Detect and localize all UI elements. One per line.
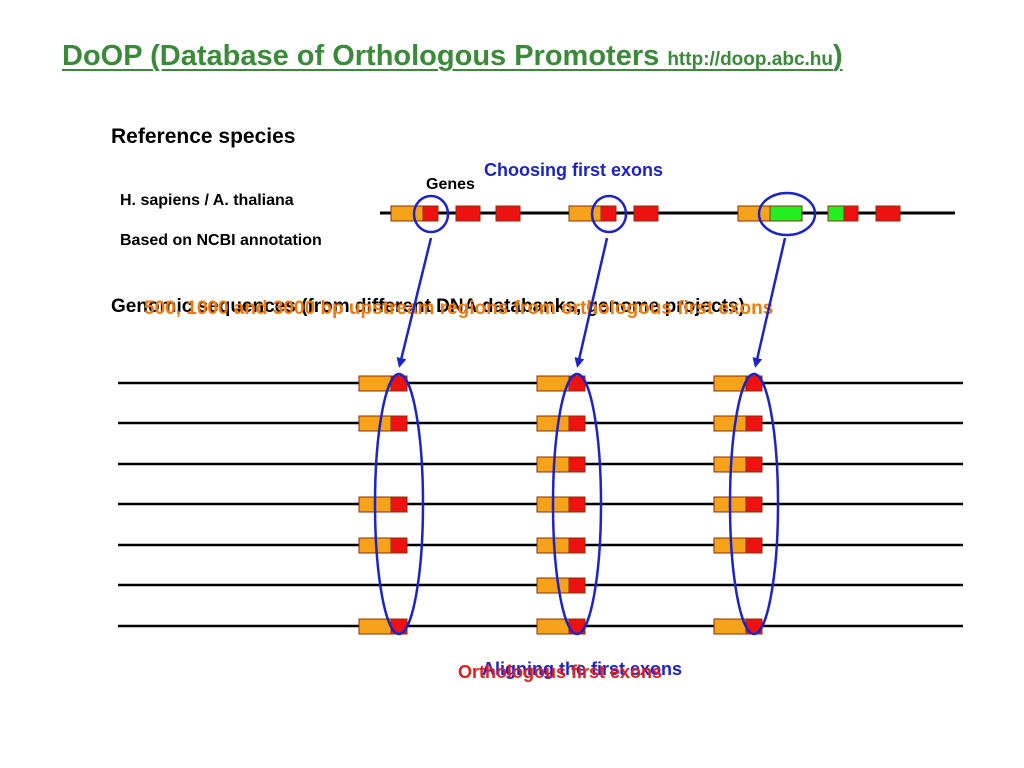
- reference-gene-2: [568, 205, 659, 222]
- exon-block: [843, 205, 859, 222]
- exon-block: [390, 537, 408, 554]
- exon-block: [745, 537, 763, 554]
- exon-block: [358, 415, 392, 432]
- page-title: DoOP (Database of Orthologous Promoters …: [62, 40, 843, 73]
- exon-block: [769, 205, 803, 222]
- arrow: [396, 237, 433, 368]
- ellipse-highlight: [551, 372, 603, 636]
- exon-block: [536, 577, 570, 594]
- ncbi-annotation-label: Based on NCBI annotation: [120, 232, 322, 249]
- exon-block: [358, 375, 392, 392]
- exon-block: [568, 415, 586, 432]
- choosing-first-exons-label: Choosing first exons: [484, 160, 664, 180]
- exon-block: [745, 415, 763, 432]
- exon-block: [536, 415, 570, 432]
- reference-gene-3: [737, 205, 901, 222]
- exon-block: [713, 618, 747, 635]
- ellipse-highlight: [757, 191, 817, 237]
- exon-block: [568, 496, 586, 513]
- orthologous-first-exons-label: Orthologous first exons: [458, 662, 663, 682]
- exon-block: [600, 205, 617, 222]
- exon-block: [358, 618, 392, 635]
- exon-block: [568, 577, 586, 594]
- exon-block: [422, 205, 439, 222]
- arrow: [752, 237, 787, 368]
- ortholog-column-2: [536, 375, 586, 635]
- upstream-regions-label: 500, 1000 and 3000 bp upstream regions f…: [144, 298, 774, 319]
- title-close: ): [833, 40, 843, 72]
- title-main: DoOP (Database of Orthologous Promoters: [62, 40, 668, 72]
- title-url[interactable]: http://doop.abc.hu: [667, 49, 834, 70]
- exon-block: [536, 375, 570, 392]
- ellipse-highlight: [412, 194, 450, 234]
- ortholog-column-3: [713, 375, 763, 635]
- exon-block: [568, 537, 586, 554]
- exon-block: [713, 375, 747, 392]
- aligning-first-exons-label: Aligning the first exons: [482, 659, 683, 679]
- exon-block: [827, 205, 845, 222]
- reference-species-heading: Reference species: [111, 125, 296, 148]
- genes-label: Genes: [426, 176, 475, 193]
- exon-block: [737, 205, 771, 222]
- exon-block: [390, 415, 408, 432]
- exon-block: [390, 205, 424, 222]
- exon-block: [745, 456, 763, 473]
- exon-block: [536, 618, 570, 635]
- exon-block: [745, 496, 763, 513]
- ortholog-column-1: [358, 375, 408, 635]
- species-label: H. sapiens / A. thaliana: [120, 192, 294, 209]
- exon-block: [455, 205, 481, 222]
- ellipse-highlight: [728, 372, 780, 636]
- exon-block: [390, 496, 408, 513]
- exon-block: [568, 205, 602, 222]
- ellipse-highlight: [373, 372, 425, 636]
- exon-block: [495, 205, 521, 222]
- exon-block: [568, 456, 586, 473]
- exon-block: [713, 415, 747, 432]
- exon-block: [633, 205, 659, 222]
- genomic-sequences-label: Genomic sequences (from different DNA da…: [111, 296, 745, 317]
- arrow: [574, 237, 609, 368]
- exon-block: [875, 205, 901, 222]
- reference-gene-1: [390, 205, 521, 222]
- ellipse-highlight: [590, 194, 628, 234]
